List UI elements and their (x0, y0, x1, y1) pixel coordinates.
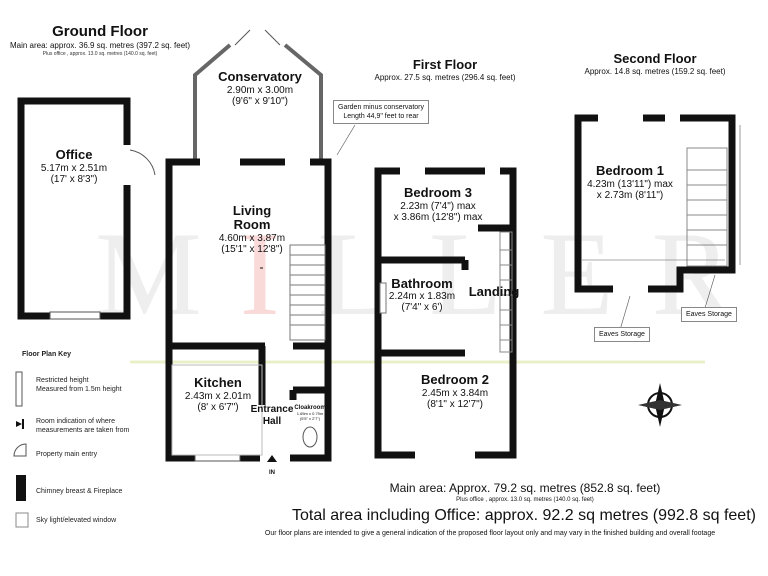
living-room-label-1: Living (232, 203, 272, 218)
key-item-chimney: Chimney breast & Fireplace (36, 488, 123, 495)
conservatory-dims-ft: (9'6" x 9'10") (232, 96, 288, 107)
office-dims-m: 5.17m x 2.51m (40, 163, 108, 174)
second-floor-walls (574, 114, 736, 293)
kitchen-dims-ft: (8' x 6'7") (197, 402, 239, 413)
living-room-dims-m: 4.60m x 3.87m (218, 233, 286, 244)
first-floor-title: First Floor (412, 57, 478, 72)
bedroom-3-dims-ft: x 3.86m (12'8") max (393, 212, 483, 223)
office-label: Office (55, 147, 93, 162)
bedroom-3-dims-m: 2.23m (7'4") max (400, 201, 476, 212)
eaves-storage-label-2: Eaves Storage (594, 327, 650, 343)
living-room-dims-ft: (15'1" x 12'8") (221, 244, 283, 255)
cloakroom-dims-m: 1.65m x 0.79m (296, 411, 324, 416)
office-walls (17, 97, 131, 320)
living-stairs (289, 244, 326, 341)
garden-note-line1: Garden minus conservatory (338, 104, 424, 111)
conservatory-dims-m: 2.90m x 3.00m (226, 85, 294, 96)
bedroom-2-dims-m: 2.45m x 3.84m (421, 388, 489, 399)
garden-note-line2: Length 44,9" feet to rear (343, 113, 419, 121)
cloakroom-dims-ft: (5'5" x 2'7") (299, 416, 321, 421)
living-room-label-2: Room (233, 217, 271, 232)
bedroom-3-label: Bedroom 3 (404, 185, 472, 200)
french-doors (234, 29, 281, 46)
ground-floor-area: Main area: approx. 36.9 sq. metres (397.… (9, 41, 191, 50)
office-door (129, 149, 156, 176)
main-entry-arrow-icon (267, 455, 277, 462)
office-window (49, 311, 101, 320)
office-dims-ft: (17' x 8'3") (50, 174, 98, 185)
first-floor-walls (374, 167, 517, 459)
second-floor-title: Second Floor (613, 51, 697, 66)
restricted-height-icon (15, 371, 23, 407)
summary-total-area: Total area including Office: approx. 92.… (292, 507, 756, 524)
entrance-hall-label-1: Entrance (250, 404, 294, 415)
bathroom-window (379, 282, 387, 314)
first-floor-area: Approx. 27.5 sq. metres (296.4 sq. feet) (374, 73, 516, 82)
second-floor-stairs (686, 147, 728, 267)
bedroom-1-dims-ft: x 2.73m (8'11") (596, 190, 664, 201)
skylight-icon (15, 512, 29, 528)
conservatory-label: Conservatory (218, 69, 302, 84)
ground-floor-title: Ground Floor (52, 23, 148, 40)
ground-floor-plus-office: Plus office , approx. 13.0 sq. metres (1… (42, 51, 158, 57)
first-floor-stairs (499, 231, 513, 353)
kitchen-label: Kitchen (194, 375, 242, 390)
bedroom-1-dims-m: 4.23m (13'11") max (587, 179, 673, 190)
conservatory-walls (193, 43, 323, 160)
chimney-icon (16, 475, 26, 501)
second-floor-area: Approx. 14.8 sq. metres (159.2 sq. feet) (584, 67, 726, 76)
bedroom-2-dims-ft: (8'1" x 12'7") (427, 399, 483, 410)
bathroom-dims-ft: (7'4" x 6') (401, 302, 443, 313)
bathroom-dims-m: 2.24m x 1.83m (388, 291, 456, 302)
kitchen-dims-m: 2.43m x 2.01m (184, 391, 252, 402)
kitchen-units (171, 364, 263, 456)
kitchen-window (194, 454, 241, 462)
measurement-arrow-icon (16, 419, 24, 429)
entry-label: IN (269, 470, 275, 476)
compass-icon (638, 383, 682, 427)
summary-main-area: Main area: Approx. 79.2 sq. metres (852.… (389, 481, 661, 495)
landing-label: Landing (468, 284, 520, 299)
key-title: Floor Plan Key (22, 351, 72, 358)
entrance-hall-label-2: Hall (262, 416, 282, 427)
cloakroom-label: Cloakroom (294, 405, 326, 411)
disclaimer: Our floor plans are intended to give a g… (264, 530, 716, 537)
key-item-skylight: Sky light/elevated window (36, 517, 117, 524)
bedroom-2-label: Bedroom 2 (421, 372, 489, 387)
eaves-storage-label-1: Eaves Storage (681, 307, 737, 323)
toilet-icon (302, 426, 318, 448)
summary-plus-office: Plus office , approx. 13.0 sq. metres (1… (456, 497, 594, 503)
key-item-main-entry: Property main entry (36, 451, 98, 458)
garden-note: Garden minus conservatory Length 44,9" f… (333, 100, 429, 125)
bathroom-label: Bathroom (391, 276, 453, 291)
bedroom-1-label: Bedroom 1 (596, 163, 664, 178)
main-entry-icon (13, 443, 27, 457)
